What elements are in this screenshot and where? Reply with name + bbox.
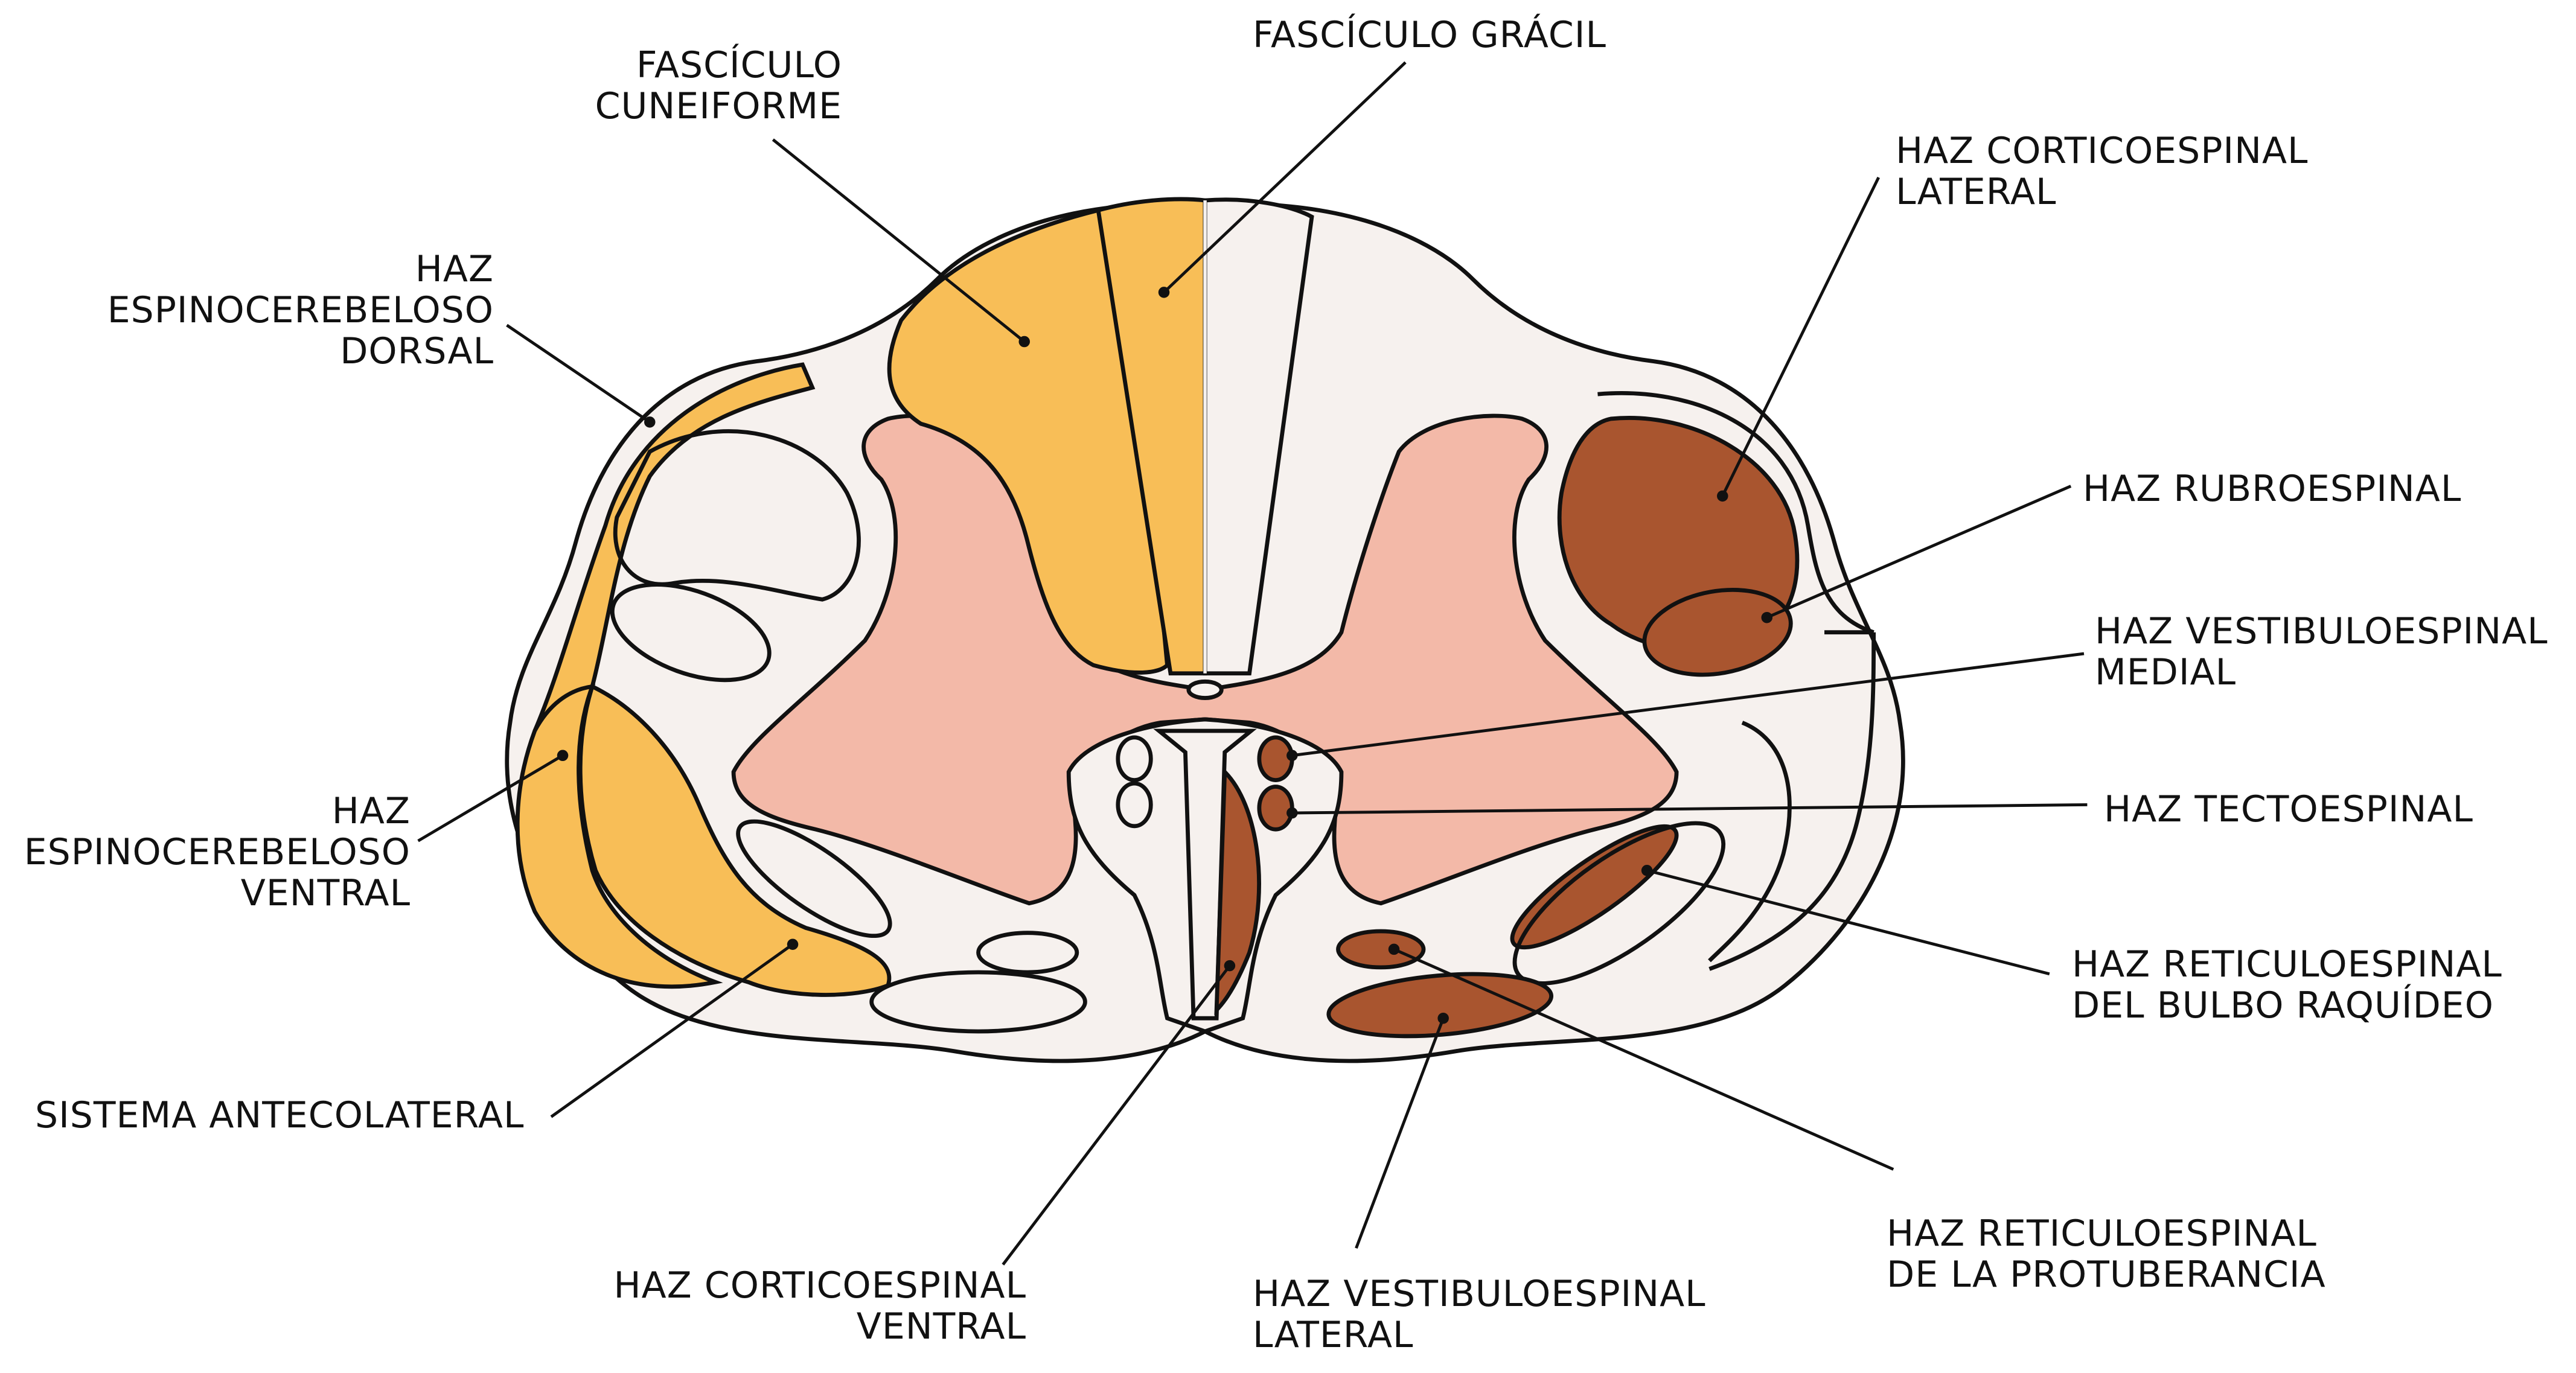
haz-vestibuloespinal-lateral-area (1326, 972, 1554, 1039)
right-lateral-outline (1708, 632, 1876, 971)
gray-matter (731, 413, 1679, 906)
label-haz-corticoespinal-ventral: HAZ CORTICOESPINAL VENTRAL (613, 1264, 1026, 1348)
label-haz-espinocerebeloso-dorsal: HAZ ESPINOCEREBELOSO DORSAL (107, 248, 494, 372)
left-medial-ellipse-1 (1116, 735, 1153, 783)
label-haz-vestibuloespinal-lateral: HAZ VESTIBULOESPINAL LATERAL (1253, 1273, 1706, 1356)
label-fasciculo-cuneiforme: FASCÍCULO CUNEIFORME (595, 44, 842, 127)
left-small-ellipse (610, 582, 772, 683)
label-haz-vestibuloespinal-medial: HAZ VESTIBULOESPINAL MEDIAL (2095, 610, 2548, 693)
haz-reticuloespinal-bulbo-area (1510, 824, 1679, 950)
label-sistema-antecolateral: SISTEMA ANTECOLATERAL (35, 1094, 525, 1136)
dorsal-column-right (1203, 197, 1314, 676)
haz-rubroespinal-area (1642, 588, 1793, 677)
left-medial-ellipse-2 (1116, 781, 1153, 829)
haz-tectoespinal-area (1257, 785, 1294, 832)
label-haz-rubroespinal: HAZ RUBROESPINAL (2083, 468, 2462, 510)
right-ventrolateral-outline (1708, 721, 1792, 963)
left-ventral-ellipse-1 (976, 931, 1079, 975)
label-fasciculo-gracil: FASCÍCULO GRÁCIL (1253, 14, 1606, 56)
right-ventrolateral-ellipse (1512, 821, 1726, 986)
label-haz-tectoespinal: HAZ TECTOESPINAL (2104, 788, 2473, 830)
central-canal (1186, 679, 1224, 700)
left-dorsolateral-loop (613, 429, 861, 602)
right-dorsolateral-loop (1597, 391, 1874, 634)
haz-vestibuloespinal-medial-area (1257, 735, 1294, 783)
leader-lines (417, 61, 2088, 1266)
left-ventrolateral-ellipse (736, 819, 892, 938)
label-haz-corticoespinal-lateral: HAZ CORTICOESPINAL LATERAL (1896, 130, 2309, 213)
label-haz-espinocerebeloso-ventral: HAZ ESPINOCEREBELOSO VENTRAL (24, 790, 411, 914)
central-canal-funnel (1153, 728, 1257, 1021)
haz-corticoespinal-ventral-area (1214, 767, 1261, 1016)
label-haz-reticuloespinal-bulbo: HAZ RETICULOESPINAL DEL BULBO RAQUÍDEO (2072, 943, 2502, 1027)
haz-reticuloespinal-protuberancia-area (1336, 929, 1426, 970)
left-ventral-ellipse-2 (869, 970, 1087, 1034)
label-haz-reticuloespinal-protuberancia: HAZ RETICULOESPINAL DE LA PROTUBERANCIA (1887, 1212, 2326, 1296)
